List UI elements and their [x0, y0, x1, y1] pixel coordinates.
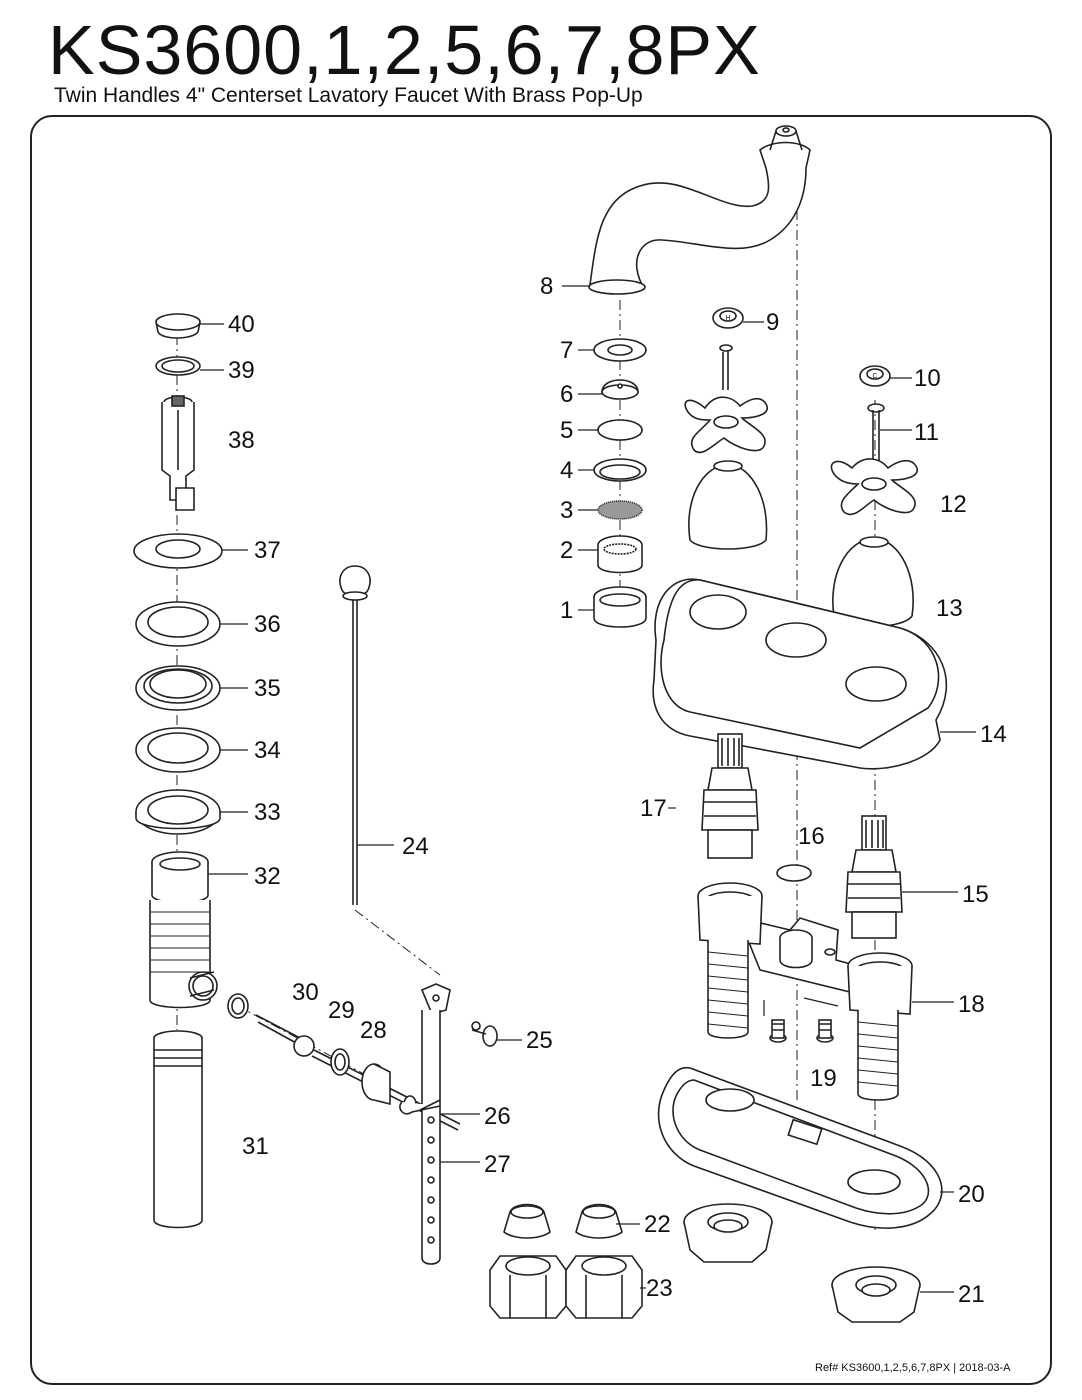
drain-flanges — [133, 533, 223, 835]
hot-mark: H — [725, 315, 730, 322]
base-gasket — [657, 1066, 943, 1229]
callout-40: 40 — [228, 311, 255, 338]
callout-26: 26 — [484, 1103, 511, 1130]
callout-23: 23 — [646, 1275, 673, 1302]
callout-34: 34 — [254, 737, 281, 764]
lift-rod — [339, 565, 371, 905]
lock-nut-upper — [683, 1203, 773, 1263]
callout-29: 29 — [328, 997, 355, 1024]
callout-24: 24 — [402, 833, 429, 860]
callout-4: 4 — [560, 457, 573, 484]
callout-30: 30 — [292, 979, 319, 1006]
callout-21: 21 — [958, 1281, 985, 1308]
diagram-frame — [30, 115, 1052, 1385]
callout-19: 19 — [810, 1065, 837, 1092]
callout-5: 5 — [560, 417, 573, 444]
cold-mark: C — [872, 373, 877, 380]
callout-38: 38 — [228, 427, 255, 454]
callout-6: 6 — [560, 381, 573, 408]
lock-nut-lower — [831, 1266, 921, 1323]
callout-3: 3 — [560, 497, 573, 524]
callout-1: 1 — [560, 597, 573, 624]
callout-17: 17 — [640, 795, 667, 822]
cartridge-hot — [701, 733, 759, 859]
leader-lines — [200, 285, 976, 1293]
escutcheon-plate — [652, 578, 948, 770]
mounting-screws — [769, 1019, 834, 1043]
product-description: Twin Handles 4" Centerset Lavatory Fauce… — [54, 84, 643, 107]
coupling-nuts — [489, 1255, 643, 1319]
spout — [588, 125, 811, 295]
callout-15: 15 — [962, 881, 989, 908]
popup-stopper — [155, 313, 201, 511]
strap-and-clip — [399, 983, 498, 1265]
callout-7: 7 — [560, 337, 573, 364]
callout-11: 11 — [914, 419, 939, 446]
cartridge-cold — [845, 815, 903, 939]
callout-28: 28 — [360, 1017, 387, 1044]
callout-10: 10 — [914, 365, 941, 392]
cold-handle-assembly — [830, 365, 919, 628]
hot-handle-assembly — [684, 307, 769, 550]
callout-2: 2 — [560, 537, 573, 564]
callout-14: 14 — [980, 721, 1007, 748]
drain-body — [149, 851, 218, 1229]
reference-number: Ref# KS3600,1,2,5,6,7,8PX | 2018-03-A — [815, 1362, 1011, 1374]
callout-25: 25 — [526, 1027, 553, 1054]
part-callouts: 1 2 3 4 5 6 7 8 9 10 11 12 13 14 15 16 1… — [228, 273, 1007, 1308]
callout-31: 31 — [242, 1133, 269, 1160]
callout-20: 20 — [958, 1181, 985, 1208]
model-title: KS3600,1,2,5,6,7,8PX — [48, 11, 761, 89]
callout-37: 37 — [254, 537, 281, 564]
callout-18: 18 — [958, 991, 985, 1018]
valve-body — [697, 882, 913, 1101]
callout-12: 12 — [940, 491, 967, 518]
callout-32: 32 — [254, 863, 281, 890]
callout-39: 39 — [228, 357, 255, 384]
callout-35: 35 — [254, 675, 281, 702]
callout-8: 8 — [540, 273, 553, 300]
callout-22: 22 — [644, 1211, 671, 1238]
callout-16: 16 — [798, 823, 825, 850]
callout-33: 33 — [254, 799, 281, 826]
o-ring — [776, 864, 812, 882]
ferrules — [503, 1203, 623, 1239]
callout-13: 13 — [936, 595, 963, 622]
callout-9: 9 — [766, 309, 779, 336]
callout-36: 36 — [254, 611, 281, 638]
aerator-stack — [593, 338, 647, 628]
callout-27: 27 — [484, 1151, 511, 1178]
